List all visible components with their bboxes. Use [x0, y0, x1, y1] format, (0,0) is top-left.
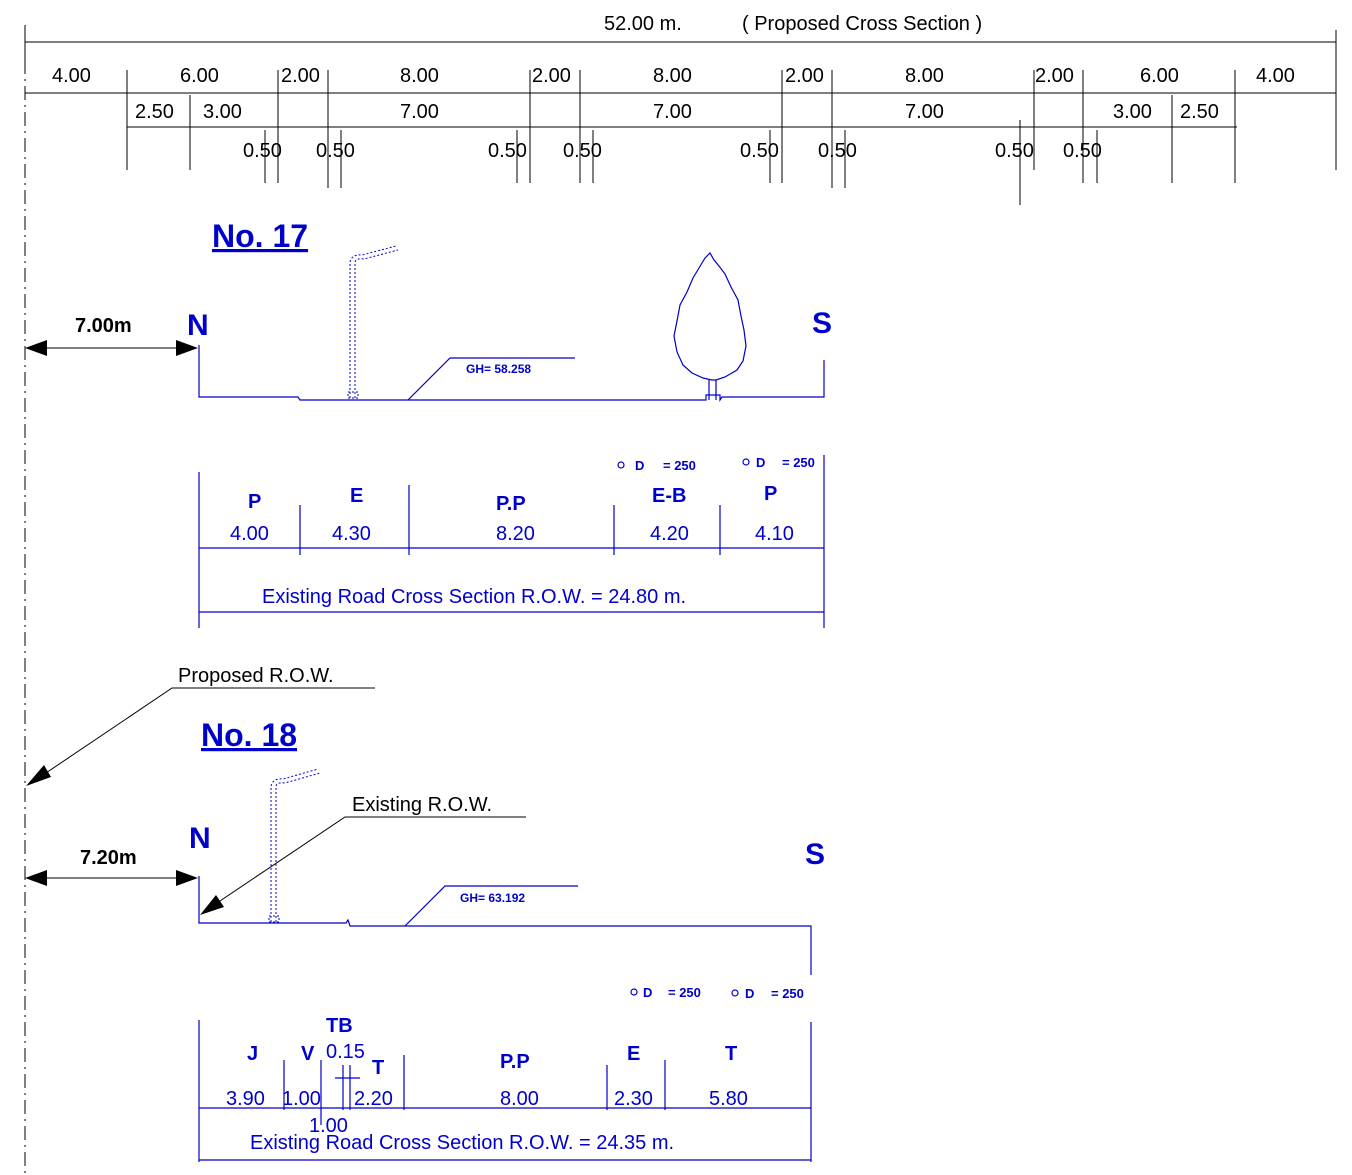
section-18-title: No. 18: [201, 717, 297, 753]
proposed-row1-width: 4.00: [52, 65, 91, 87]
section-17-d2-label: D: [756, 455, 765, 470]
section-17-gh-leader: [407, 357, 575, 401]
section-18-gh-leader: [404, 885, 578, 927]
section-17-pipe-marker-icon: [742, 458, 750, 466]
proposed-row1-width: 2.00: [532, 65, 571, 87]
proposed-row3-width: 0.50: [316, 140, 355, 162]
section-17-d1-label: D: [635, 458, 644, 473]
section-17-code: P.P: [496, 493, 526, 515]
proposed-row1-widths: 4.00 6.00 2.00 8.00 2.00 8.00 2.00 8.00 …: [52, 65, 1295, 87]
section-18-gh-label: GH= 63.192: [460, 891, 525, 905]
section-17-width: 4.20: [650, 523, 689, 545]
section-18-d1-label: D: [643, 985, 652, 1000]
section-17-d1-value: = 250: [663, 458, 696, 473]
section-18-ground-profile: [198, 876, 812, 975]
proposed-row3-widths: 0.50 0.50 0.50 0.50 0.50 0.50 0.50 0.50: [243, 140, 1102, 162]
proposed-row1-width: 4.00: [1256, 65, 1295, 87]
proposed-row3-width: 0.50: [563, 140, 602, 162]
section-18-width: 5.80: [709, 1088, 748, 1110]
section-17-tree-icon: [673, 252, 747, 400]
proposed-row1-width: 8.00: [400, 65, 439, 87]
section-17-street-light-icon: [347, 245, 399, 399]
section-17-code: P: [764, 483, 777, 505]
section-17-width: 4.00: [230, 523, 269, 545]
section-18-north-label: N: [189, 822, 211, 855]
proposed-row1-width: 8.00: [653, 65, 692, 87]
section-18-d2-value: = 250: [771, 986, 804, 1001]
existing-row-callout: Existing R.O.W.: [200, 794, 526, 915]
proposed-row3-width: 0.50: [995, 140, 1034, 162]
section-18-south-label: S: [805, 838, 825, 871]
section-17-north-label: N: [187, 309, 209, 342]
proposed-row2-width: 7.00: [400, 101, 439, 123]
section-18-code: E: [627, 1043, 640, 1065]
section-17-code: P: [248, 491, 261, 513]
section-17-south-label: S: [812, 307, 832, 340]
proposed-row1-width: 2.00: [281, 65, 320, 87]
proposed-row1-width: 8.00: [905, 65, 944, 87]
proposed-total-width: 52.00 m.: [604, 13, 682, 35]
proposed-row2-width: 2.50: [135, 101, 174, 123]
section-18-tb-width: 0.15: [326, 1041, 365, 1063]
section-18-code: TB: [326, 1015, 353, 1037]
section-17-offset-arrow: [25, 340, 198, 356]
proposed-section-title: ( Proposed Cross Section ): [742, 13, 982, 35]
section-18-width: 3.90: [226, 1088, 265, 1110]
section-17-ground-profile: [198, 345, 825, 402]
section-18-code: T: [372, 1057, 384, 1079]
section-17-pipe-marker-icon: [617, 461, 625, 469]
section-17-width: 4.30: [332, 523, 371, 545]
proposed-row1-width: 6.00: [1140, 65, 1179, 87]
section-17-title: No. 17: [212, 218, 308, 254]
proposed-row3-width: 0.50: [488, 140, 527, 162]
section-18-width: 2.20: [354, 1088, 393, 1110]
proposed-row-label: Proposed R.O.W.: [178, 665, 334, 687]
proposed-row1-width: 6.00: [180, 65, 219, 87]
section-18-pipe-marker-icon: [630, 988, 638, 996]
proposed-row2-widths: 2.50 3.00 7.00 7.00 7.00 3.00 2.50: [135, 101, 1219, 123]
proposed-row-callout: Proposed R.O.W.: [26, 665, 375, 786]
proposed-row3-width: 0.50: [818, 140, 857, 162]
section-18-row-label: Existing Road Cross Section R.O.W. = 24.…: [250, 1132, 674, 1154]
proposed-row1-width: 2.00: [1035, 65, 1074, 87]
section-18-width: 2.30: [614, 1088, 653, 1110]
section-17-code: E: [350, 485, 363, 507]
section-18: No. 18 N S 7.20m Existing R.O.W. GH= 63.…: [25, 717, 825, 1162]
section-17-width: 4.10: [755, 523, 794, 545]
proposed-row2-width: 3.00: [203, 101, 242, 123]
section-18-pipe-marker-icon: [731, 989, 739, 997]
section-17-row-label: Existing Road Cross Section R.O.W. = 24.…: [262, 586, 686, 608]
section-18-offset-arrow: [25, 870, 198, 886]
proposed-row2-width: 7.00: [653, 101, 692, 123]
existing-row-label: Existing R.O.W.: [352, 794, 492, 816]
proposed-row3-width: 0.50: [740, 140, 779, 162]
section-18-dimension-table: [198, 1020, 812, 1162]
section-18-offset-label: 7.20m: [80, 847, 137, 869]
section-18-code: J: [247, 1043, 258, 1065]
proposed-row2-width: 7.00: [905, 101, 944, 123]
section-18-code: T: [725, 1043, 737, 1065]
section-18-d1-value: = 250: [668, 985, 701, 1000]
section-18-width: 1.00: [282, 1088, 321, 1110]
section-18-code: V: [301, 1043, 315, 1065]
section-17-code: E-B: [652, 485, 686, 507]
proposed-cross-section: 52.00 m. ( Proposed Cross Section ) 4.00…: [24, 13, 1337, 205]
proposed-row2-width: 2.50: [1180, 101, 1219, 123]
section-17-gh-label: GH= 58.258: [466, 362, 531, 376]
proposed-row3-width: 0.50: [1063, 140, 1102, 162]
section-18-extra-width: 1.00: [309, 1115, 348, 1137]
section-18-code: P.P: [500, 1051, 530, 1073]
section-18-width: 8.00: [500, 1088, 539, 1110]
section-17-dimension-table: [198, 455, 825, 628]
proposed-row3-width: 0.50: [243, 140, 282, 162]
proposed-row2-width: 3.00: [1113, 101, 1152, 123]
proposed-row1-width: 2.00: [785, 65, 824, 87]
section-18-d2-label: D: [745, 986, 754, 1001]
section-17-width: 8.20: [496, 523, 535, 545]
section-17: No. 17 N S 7.00m GH= 58.258 D =: [25, 218, 832, 628]
section-17-offset-label: 7.00m: [75, 315, 132, 337]
section-18-street-light-icon: [268, 768, 321, 923]
section-17-d2-value: = 250: [782, 455, 815, 470]
